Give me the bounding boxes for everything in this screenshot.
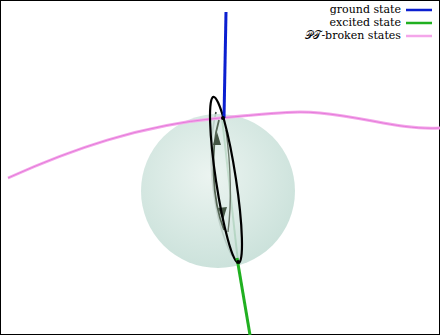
legend-line-sample xyxy=(406,6,432,14)
ground-state-line xyxy=(224,12,226,118)
legend-row: ground state xyxy=(305,3,432,16)
legend: ground stateexcited state𝒫𝒯-broken state… xyxy=(305,3,432,42)
excited-state-line xyxy=(237,258,250,335)
legend-text: 𝒫𝒯-broken states xyxy=(305,29,401,42)
legend-text: excited state xyxy=(330,16,401,29)
legend-row: excited state xyxy=(305,16,432,29)
legend-row: 𝒫𝒯-broken states xyxy=(305,29,432,42)
legend-line-sample xyxy=(406,19,432,27)
legend-line-sample xyxy=(406,32,432,40)
loop xyxy=(204,95,249,264)
legend-text: ground state xyxy=(330,3,401,16)
